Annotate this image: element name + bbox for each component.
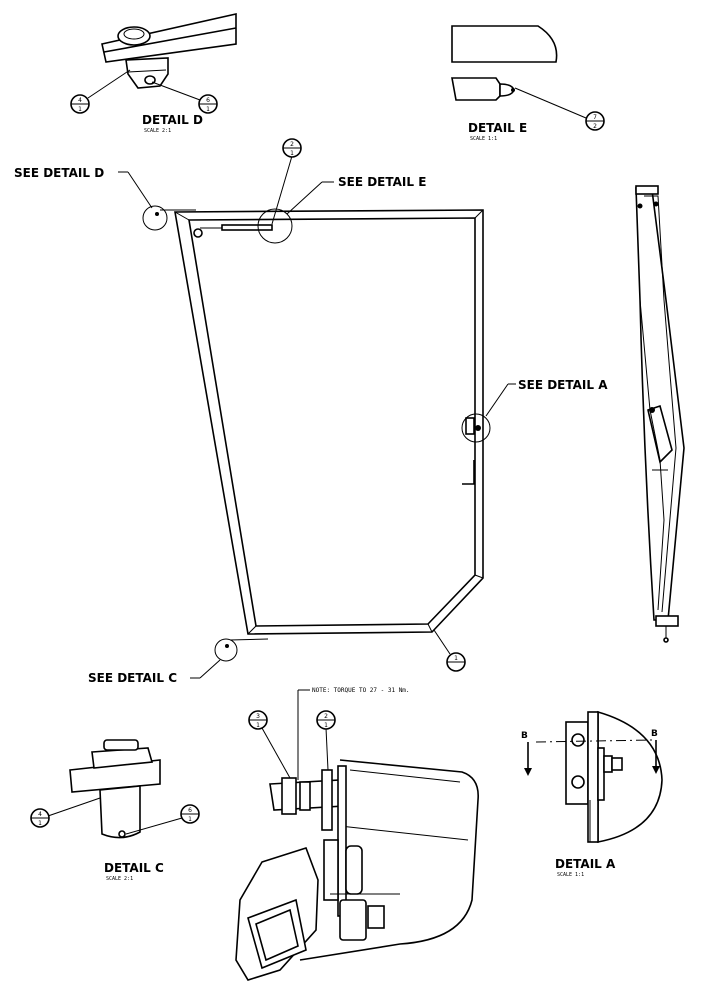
balloon-text: 1 (454, 655, 458, 662)
balloon-text: 1 (256, 722, 260, 729)
detail-e-drawing (451, 25, 558, 101)
leader (127, 171, 153, 209)
see-detail-e-label: SEE DETAIL E (338, 175, 426, 189)
detail-a-title: DETAIL A (555, 857, 616, 871)
balloon-text: 4 (38, 811, 42, 818)
balloon-c-left: 4 1 (30, 797, 101, 828)
see-detail-c-label: SEE DETAIL C (88, 671, 177, 685)
detail-c-title: DETAIL C (104, 861, 164, 875)
door-frame (174, 209, 484, 641)
balloon-text: 3 (256, 713, 260, 720)
callout-circle-e (257, 208, 293, 244)
balloon-text: 2 (593, 123, 597, 130)
detail-c-scale: SCALE 2:1 (106, 876, 133, 882)
balloon-text: 2 (290, 141, 294, 148)
balloon-top: 2 1 (271, 138, 302, 225)
balloon-text: 2 (324, 713, 328, 720)
latch-assembly-drawing (235, 759, 479, 981)
balloon-text: 1 (290, 150, 294, 157)
section-mark-left: B (521, 731, 528, 741)
balloon-text: 4 (78, 97, 82, 104)
balloon-text: 1 (188, 816, 192, 823)
balloon-e: 7 2 (514, 87, 605, 131)
leader (485, 383, 509, 417)
balloon-text: 1 (78, 106, 82, 113)
balloon-asm-left: 3 1 (248, 710, 291, 779)
balloon-text: 6 (188, 807, 192, 814)
leader (199, 659, 221, 679)
balloon-d-left: 4 1 (70, 69, 131, 114)
section-mark-right: B (651, 729, 658, 739)
balloon-text: 7 (593, 114, 597, 121)
balloon-bottom-right: 1 (433, 629, 466, 672)
balloon-asm-right: 2 1 (316, 710, 336, 771)
detail-a-scale: SCALE 1:1 (557, 872, 584, 878)
torque-note: NOTE: TORQUE TO 27 - 31 Nm. (312, 687, 410, 694)
detail-e-scale: SCALE 1:1 (470, 136, 497, 142)
leader (286, 181, 323, 215)
detail-c-drawing (69, 739, 161, 839)
balloon-c-right: 6 1 (125, 804, 200, 835)
detail-e-title: DETAIL E (468, 121, 527, 135)
callout-circle-a (461, 413, 491, 443)
balloon-text: 1 (206, 106, 210, 113)
detail-a-drawing (524, 710, 663, 843)
balloon-text: 1 (38, 820, 42, 827)
balloon-text: 1 (324, 722, 328, 729)
door-side-profile (635, 185, 685, 643)
callout-circle-c (214, 638, 238, 662)
see-detail-a-label: SEE DETAIL A (518, 378, 608, 392)
detail-d-title: DETAIL D (142, 113, 203, 127)
balloon-d-right: 6 1 (151, 81, 218, 114)
detail-d-scale: SCALE 2:1 (144, 128, 171, 134)
balloon-text: 6 (206, 97, 210, 104)
detail-d-drawing (101, 13, 237, 89)
see-detail-d-label: SEE DETAIL D (14, 166, 104, 180)
callout-circle-d (142, 205, 196, 231)
